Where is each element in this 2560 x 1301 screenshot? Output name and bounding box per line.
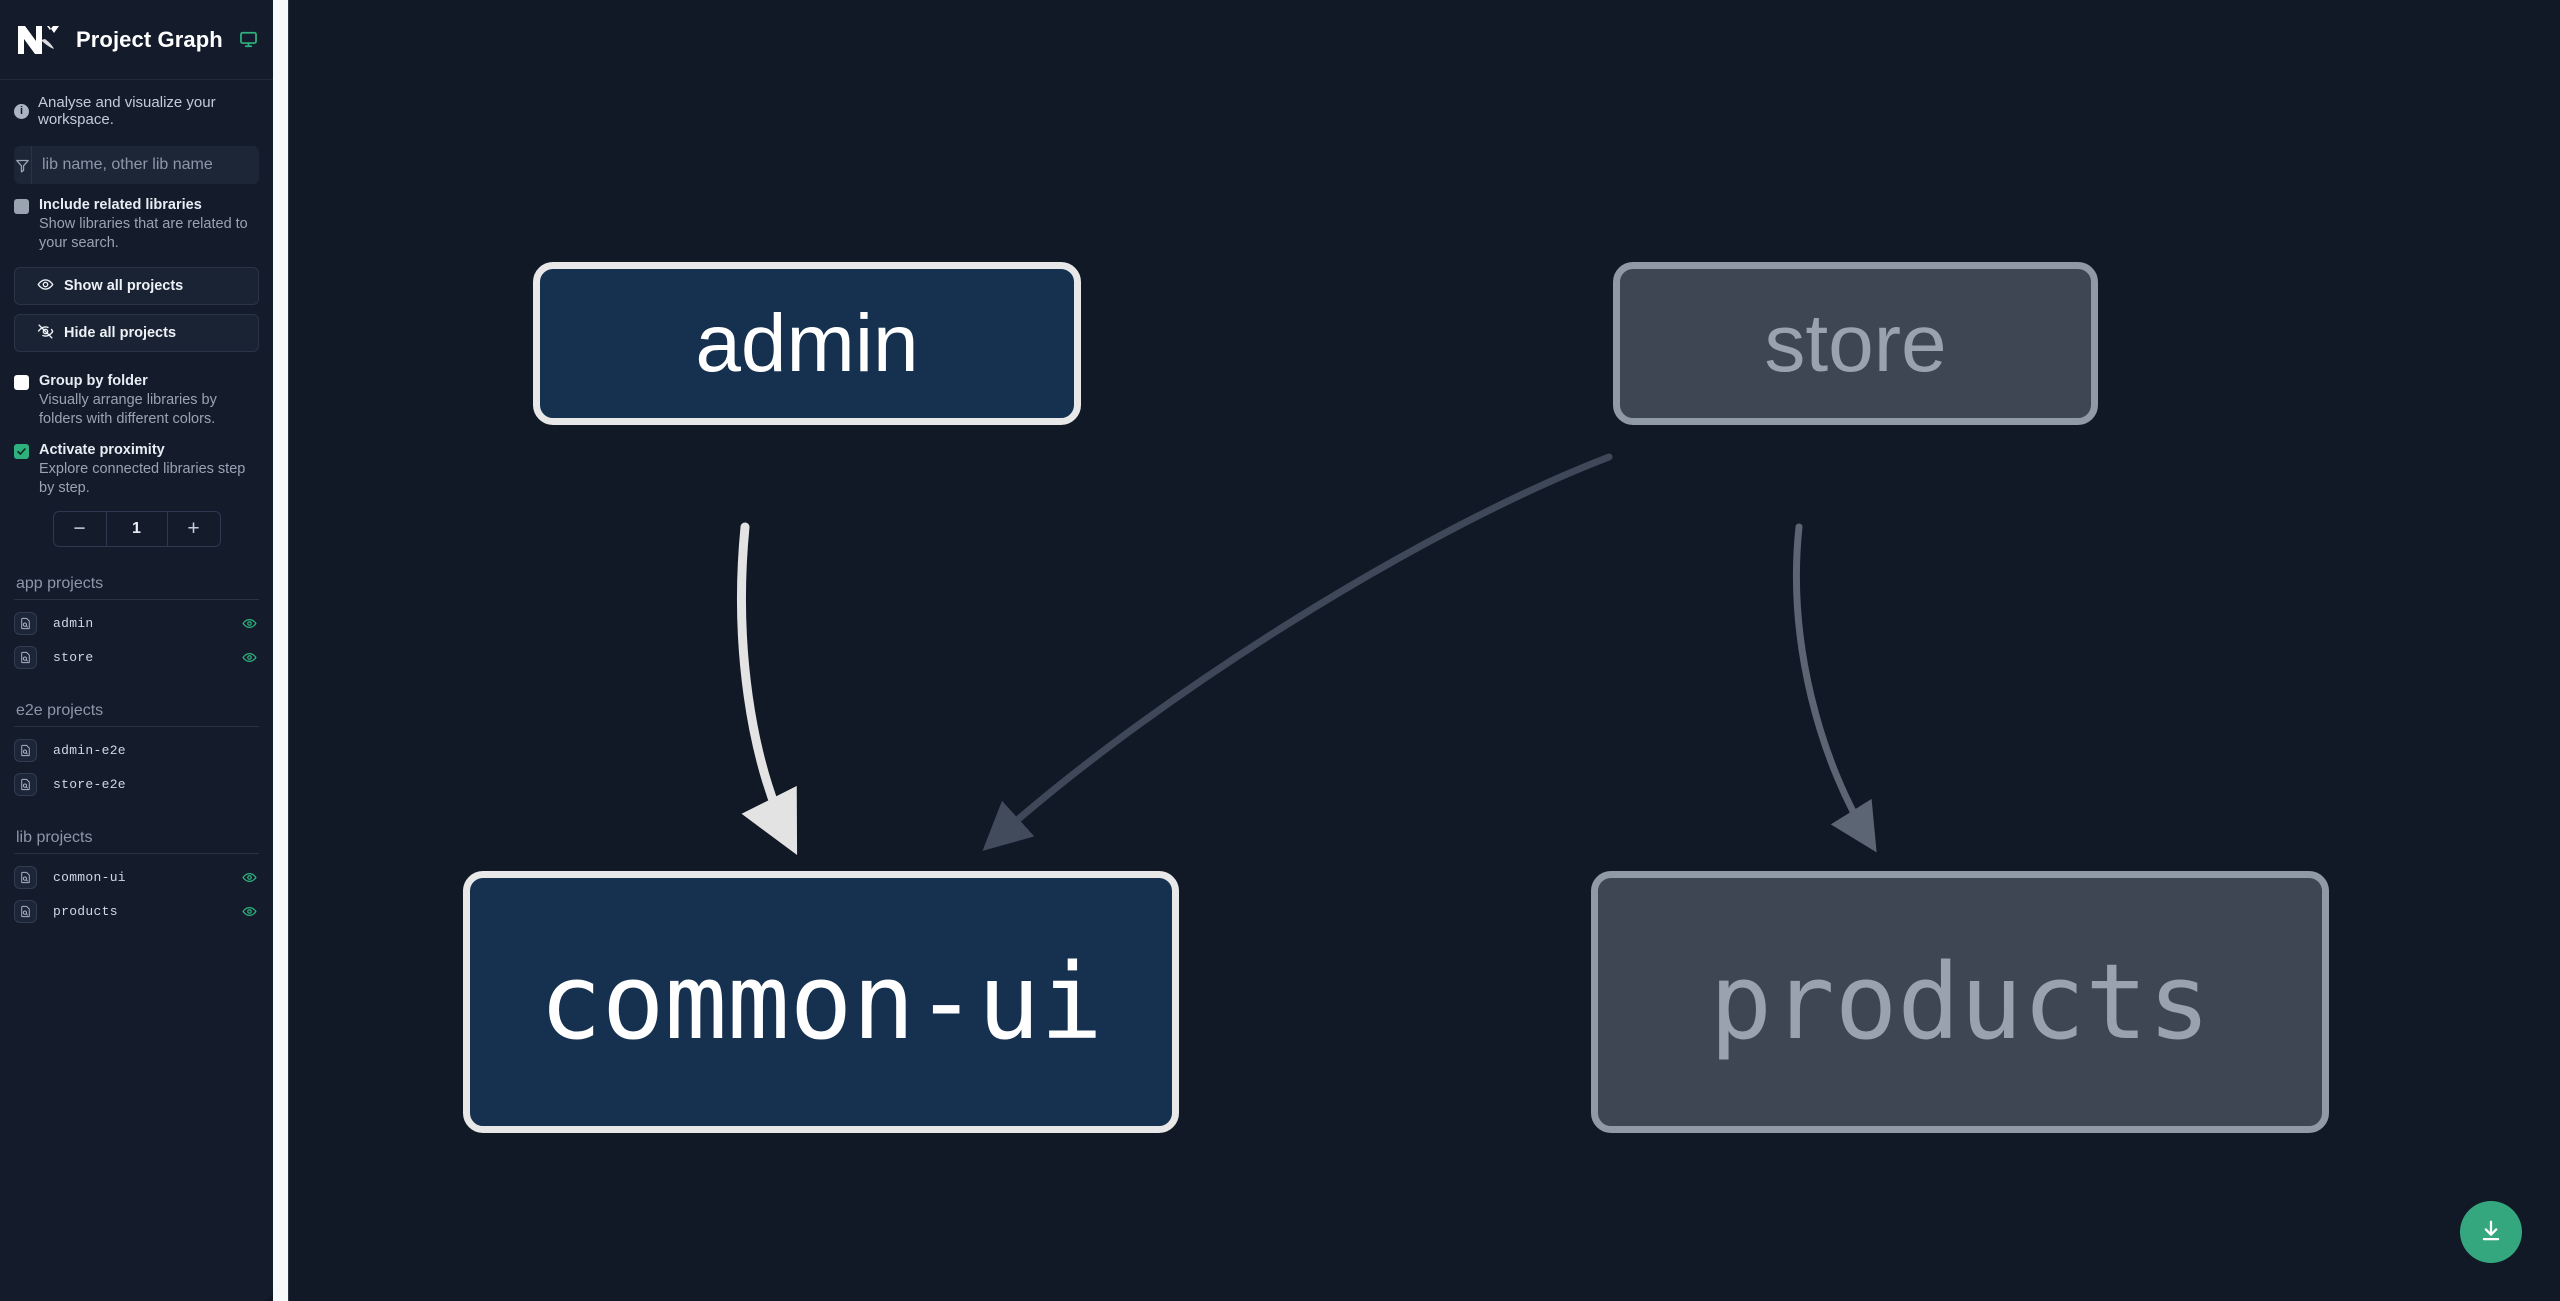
group-title: app projects (14, 547, 259, 600)
proximity-stepper: − 1 + (52, 511, 221, 547)
hide-all-projects-button[interactable]: Hide all projects (14, 314, 259, 352)
option-label: Include related libraries (39, 197, 202, 213)
search-section (0, 140, 273, 184)
graph-node-label: common-ui (539, 941, 1103, 1063)
proximity-stepper-wrap: − 1 + (0, 498, 273, 547)
checkbox-include-related-libraries[interactable] (14, 199, 29, 214)
project-row-store[interactable]: store (14, 640, 259, 674)
project-file-icon (14, 738, 37, 762)
graph-edges (737, 453, 1877, 856)
project-file-icon (14, 772, 37, 796)
option-group-by-folder[interactable]: Group by folder Visually arrange librari… (0, 352, 273, 429)
option-description: Show libraries that are related to your … (39, 216, 248, 251)
eye-icon (37, 276, 54, 297)
graph-node-label: store (1764, 297, 1947, 389)
project-row-admin[interactable]: admin (14, 606, 259, 640)
project-file-icon (14, 645, 37, 669)
project-row-store-e2e[interactable]: store-e2e (14, 767, 259, 801)
proximity-increment-button[interactable]: + (168, 512, 220, 546)
sidebar-scrollbar[interactable] (273, 0, 288, 1301)
checkbox-group-by-folder[interactable] (14, 375, 29, 390)
project-file-icon (14, 899, 37, 923)
option-label: Activate proximity (39, 442, 165, 458)
project-visibility-toggle-store[interactable] (239, 650, 259, 665)
edge-admin-to-common-ui (737, 522, 798, 856)
project-group-e2e: e2e projects admin-e2e (0, 674, 273, 801)
option-label: Group by folder (39, 373, 148, 389)
project-visibility-toggle-products[interactable] (239, 904, 259, 919)
filter-icon[interactable] (14, 146, 32, 184)
graph-node-admin[interactable]: admin (533, 262, 1081, 425)
sidebar: Project Graph i Analyse and visualize yo… (0, 0, 273, 1301)
nx-logo (14, 20, 62, 60)
proximity-decrement-button[interactable]: − (54, 512, 106, 546)
project-row-products[interactable]: products (14, 894, 259, 928)
project-name: admin-e2e (53, 742, 126, 758)
edge-store-to-products (1793, 523, 1877, 853)
proximity-value: 1 (105, 512, 168, 546)
project-visibility-buttons: Show all projects Hide all projects (0, 253, 273, 352)
page-title: Project Graph (76, 26, 223, 52)
graph-node-label: products (1709, 941, 2211, 1063)
sidebar-header: Project Graph (0, 0, 273, 80)
project-name: admin (53, 615, 94, 631)
project-name: store (53, 649, 94, 665)
download-icon (2478, 1218, 2504, 1247)
search-box[interactable] (14, 146, 259, 184)
info-icon: i (14, 103, 29, 119)
option-activate-proximity[interactable]: Activate proximity Explore connected lib… (0, 429, 273, 498)
graph-node-label: admin (695, 297, 919, 389)
project-visibility-toggle-admin[interactable] (239, 616, 259, 631)
tagline: i Analyse and visualize your workspace. (0, 80, 273, 140)
edge-store-to-common-ui (982, 453, 1613, 851)
group-title: lib projects (14, 801, 259, 854)
option-description: Visually arrange libraries by folders wi… (39, 392, 217, 427)
project-name: store-e2e (53, 776, 126, 792)
project-name: products (53, 903, 118, 919)
project-row-common-ui[interactable]: common-ui (14, 860, 259, 894)
project-group-app: app projects admin (0, 547, 273, 674)
eye-off-icon (37, 323, 54, 344)
download-graph-button[interactable] (2460, 1201, 2522, 1263)
sidebar-divider (288, 0, 289, 1301)
project-visibility-toggle-common-ui[interactable] (239, 870, 259, 885)
graph-node-common-ui[interactable]: common-ui (463, 871, 1179, 1133)
project-row-admin-e2e[interactable]: admin-e2e (14, 733, 259, 767)
graph-node-store[interactable]: store (1613, 262, 2098, 425)
show-all-projects-label: Show all projects (64, 278, 184, 294)
hide-all-projects-label: Hide all projects (64, 325, 177, 341)
option-description: Explore connected libraries step by step… (39, 461, 246, 496)
monitor-icon[interactable] (239, 30, 258, 49)
tagline-text: Analyse and visualize your workspace. (38, 94, 216, 128)
project-file-icon (14, 611, 37, 635)
project-group-lib: lib projects common-ui (0, 801, 273, 928)
show-all-projects-button[interactable]: Show all projects (14, 267, 259, 305)
option-include-related-libraries[interactable]: Include related libraries Show libraries… (0, 184, 273, 253)
group-title: e2e projects (14, 674, 259, 727)
graph-node-products[interactable]: products (1591, 871, 2329, 1133)
graph-canvas[interactable]: admin store common-ui products (289, 0, 2560, 1301)
search-input[interactable] (32, 146, 259, 184)
checkbox-activate-proximity[interactable] (14, 444, 29, 459)
project-file-icon (14, 865, 37, 889)
project-name: common-ui (53, 869, 126, 885)
